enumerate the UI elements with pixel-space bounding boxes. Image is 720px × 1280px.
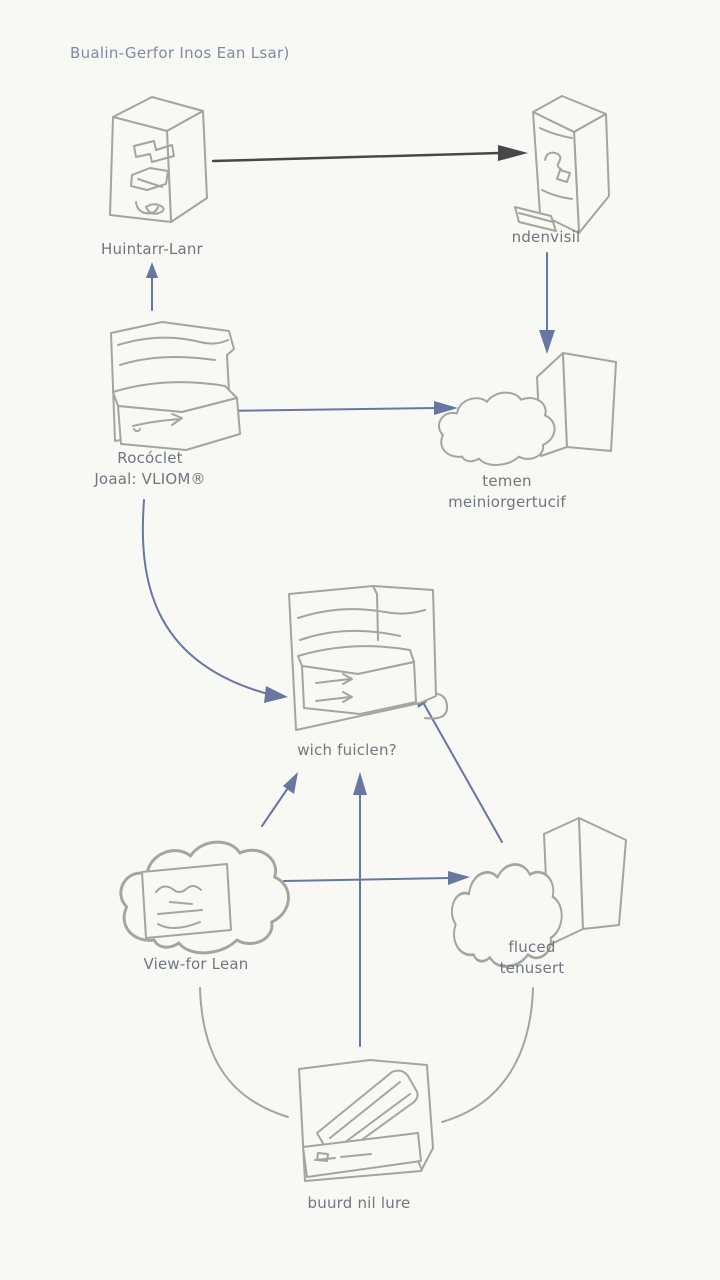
fluced-label-line1: fluced — [508, 938, 556, 956]
edge-viewfor-buurd — [199, 987, 289, 1118]
edge-rocloclet-huintarr — [146, 262, 158, 311]
edge-viewfor-wich — [261, 772, 298, 827]
edge-fluced-buurd — [441, 987, 534, 1123]
buurd-printer-icon — [298, 1059, 434, 1182]
huintarr-label: Huintarr-Lanr — [101, 240, 203, 258]
edge-rocloclet-temen — [220, 401, 458, 415]
fluced-label: fluced tenusert — [457, 937, 607, 979]
viewfor-label: View-for Lean — [143, 955, 249, 973]
rocloclet-printer-icon — [110, 321, 241, 451]
edge-fluced-wich — [415, 692, 503, 843]
ndenvisil-label: ndenvisil — [511, 228, 581, 246]
rocloclet-label-line1: Rocóclet — [117, 449, 183, 467]
temen-label-line1: temen — [482, 472, 532, 490]
temen-cloud-icon — [438, 352, 617, 466]
edge-rocloclet-wich — [141, 499, 288, 703]
wich-label: wich fuiclen? — [297, 741, 397, 759]
fluced-label-line2: tenusert — [499, 959, 565, 977]
huintarr-server-icon — [109, 96, 208, 223]
buurd-label: buurd nil lure — [307, 1194, 411, 1212]
temen-label-line2: meiniorgertucif — [448, 493, 566, 511]
edge-buurd-wich — [353, 772, 367, 1047]
viewfor-cloud-icon — [119, 840, 290, 955]
diagram-title: Bualin-Gerfor Inos Ean Lsar) — [70, 44, 290, 62]
wich-printer-icon — [288, 585, 449, 731]
edge-huintarr-ndenvisil — [211, 145, 528, 163]
fluced-cloud-icon — [450, 817, 627, 968]
rocloclet-label-line2: Joaal: VLIOM® — [94, 470, 206, 488]
temen-label: temen meiniorgertucif — [407, 471, 607, 513]
ndenvisil-computer-icon — [514, 95, 610, 234]
edge-ndenvisil-temen — [539, 252, 555, 354]
edge-viewfor-fluced — [283, 871, 470, 885]
rocloclet-label: Rocóclet Joaal: VLIOM® — [70, 448, 230, 490]
